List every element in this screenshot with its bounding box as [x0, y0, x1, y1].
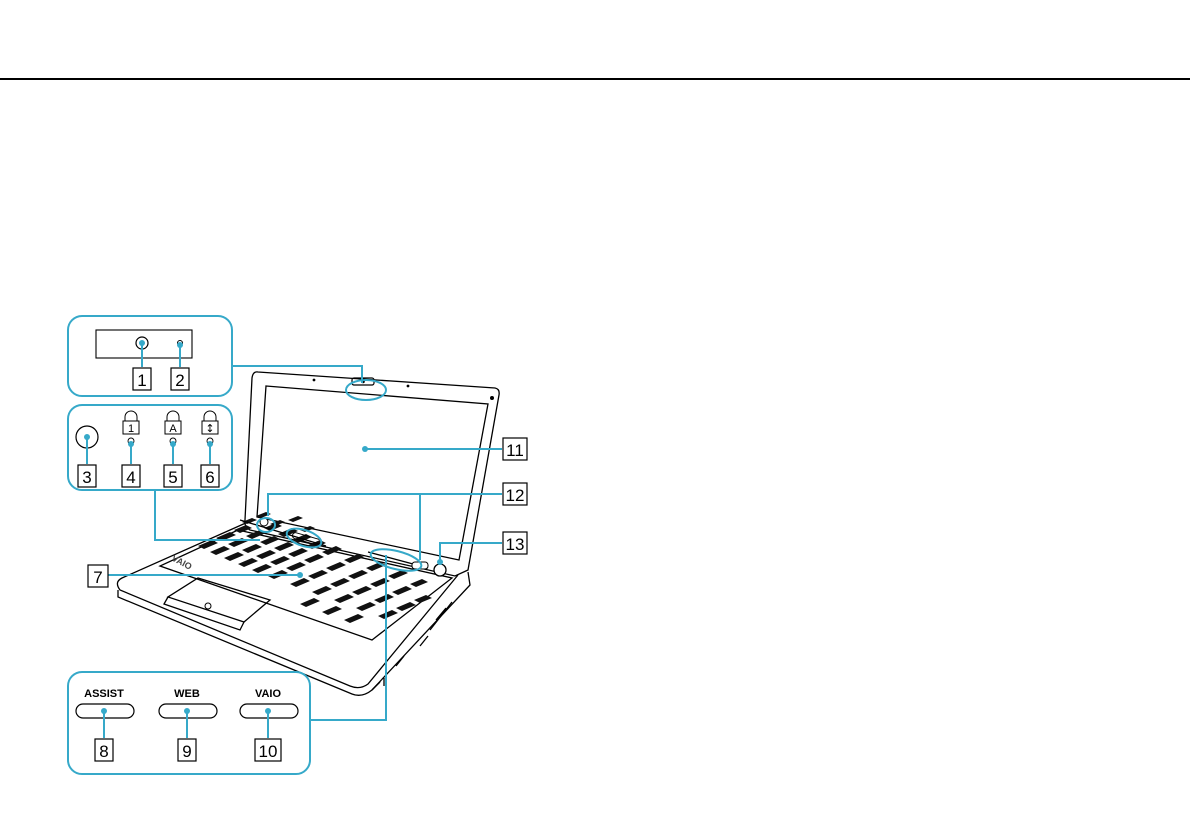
- callout-11: 11: [503, 438, 527, 460]
- callout-4: 4: [122, 465, 140, 487]
- keyboard: [198, 512, 446, 623]
- svg-text:8: 8: [99, 742, 108, 761]
- num-lock-glyph: 1: [128, 423, 134, 435]
- assist-label: ASSIST: [84, 688, 124, 700]
- svg-text:10: 10: [259, 742, 278, 761]
- callout-3: 3: [78, 465, 96, 487]
- callout-8: 8: [95, 739, 113, 761]
- web-label: WEB: [174, 688, 200, 700]
- svg-text:4: 4: [126, 468, 135, 487]
- svg-text:13: 13: [506, 535, 525, 554]
- caps-lock-glyph: A: [169, 423, 177, 435]
- svg-text:12: 12: [506, 486, 525, 505]
- callout-7: 7: [88, 565, 108, 587]
- svg-text:11: 11: [506, 441, 524, 460]
- callout-2: 2: [171, 368, 189, 390]
- svg-text:9: 9: [182, 742, 191, 761]
- callout-6: 6: [201, 465, 219, 487]
- callout-1: 1: [133, 368, 151, 390]
- callout-12: 12: [503, 483, 527, 505]
- callout-9: 9: [178, 739, 196, 761]
- callout-10: 10: [255, 739, 281, 761]
- svg-text:3: 3: [82, 468, 91, 487]
- callout-5: 5: [164, 465, 182, 487]
- svg-text:5: 5: [168, 468, 177, 487]
- svg-text:1: 1: [137, 371, 146, 390]
- vaio-label: VAIO: [255, 688, 282, 700]
- scroll-lock-glyph: ↕: [205, 422, 214, 435]
- svg-text:VAIO: VAIO: [170, 553, 194, 572]
- callout-13: 13: [503, 532, 527, 554]
- svg-text:2: 2: [175, 371, 184, 390]
- svg-text:7: 7: [93, 568, 102, 587]
- svg-text:6: 6: [205, 468, 214, 487]
